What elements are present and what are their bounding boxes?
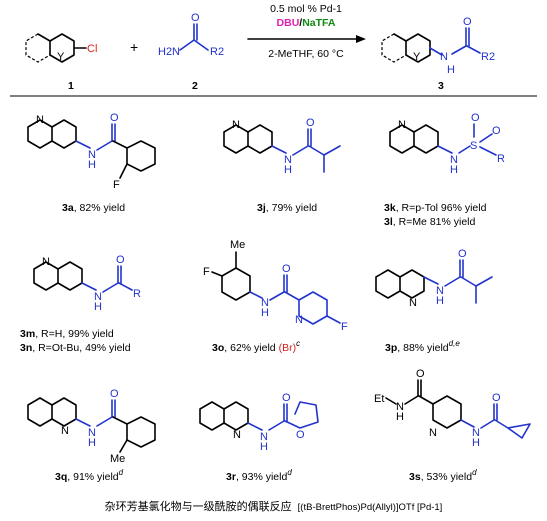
svg-text:Et: Et	[374, 393, 384, 405]
base-additive-label: DBU/NaTFA	[277, 17, 336, 29]
svg-text:H: H	[94, 301, 102, 313]
svg-text:N: N	[42, 256, 50, 268]
svg-text:N: N	[88, 427, 96, 439]
svg-text:F: F	[113, 179, 120, 191]
structure-3q: N N H O Me	[27, 388, 156, 465]
svg-text:N: N	[232, 119, 240, 131]
svg-text:H: H	[261, 307, 269, 319]
svg-text:H: H	[436, 295, 444, 307]
svg-text:N: N	[398, 119, 406, 131]
reactant-2-structure: H2N O R2	[158, 12, 224, 58]
reaction-arrow	[247, 35, 366, 43]
caption-reference: [(tB-BrettPhos)Pd(Allyl)]OTf [Pd-1]	[297, 502, 443, 513]
structure-3k-3l: N N H S O O R	[389, 112, 505, 176]
atom-o-label: O	[191, 12, 200, 24]
svg-text:H: H	[284, 164, 292, 176]
svg-text:R: R	[497, 153, 505, 165]
svg-text:H: H	[260, 441, 268, 453]
product-3-structure: Y N H O R2	[381, 16, 495, 76]
svg-text:N: N	[260, 431, 268, 443]
plus-sign: +	[130, 39, 138, 55]
svg-text:N: N	[233, 429, 241, 441]
label-3q: 3q, 91% yieldd	[55, 468, 124, 483]
svg-text:O: O	[492, 125, 501, 137]
svg-text:O: O	[116, 254, 125, 266]
svg-text:H: H	[396, 411, 404, 423]
svg-text:O: O	[492, 392, 501, 404]
svg-text:H: H	[472, 437, 480, 449]
svg-text:F: F	[203, 266, 210, 278]
label-3a: 3a, 82% yield	[62, 202, 125, 214]
conditions-label: 2-MeTHF, 60 °C	[268, 48, 344, 60]
svg-text:H: H	[447, 64, 455, 76]
svg-text:Me: Me	[230, 239, 245, 251]
svg-text:R2: R2	[481, 51, 495, 63]
svg-text:O: O	[463, 16, 472, 28]
reaction-scheme: Y Cl 1 + H2N O R2 2 0.5 mol % Pd-1 DBU/N…	[10, 3, 537, 483]
structure-3a: N N H O F	[27, 112, 156, 191]
svg-text:O: O	[110, 112, 119, 124]
svg-text:O: O	[110, 388, 119, 400]
base-label: DBU	[277, 17, 300, 29]
structure-3o: F Me N H O N F	[203, 239, 348, 333]
svg-text:N: N	[88, 149, 96, 161]
svg-text:O: O	[282, 392, 291, 404]
reactant-1-number: 1	[68, 80, 74, 92]
structure-3m-3n: N N H O R	[33, 254, 141, 313]
structure-3s: Et N H O N N H O	[374, 368, 531, 449]
svg-text:S: S	[470, 140, 477, 152]
label-3n: 3n, R=Ot-Bu, 49% yield	[20, 342, 131, 354]
atom-r2-label: R2	[210, 46, 224, 58]
atom-y-label: Y	[57, 51, 65, 63]
svg-text:Me: Me	[110, 453, 125, 465]
structure-3r: N N H O O	[199, 392, 319, 453]
svg-text:O: O	[306, 117, 315, 129]
svg-text:N: N	[440, 51, 448, 63]
svg-text:N: N	[396, 401, 404, 413]
svg-text:N: N	[61, 425, 69, 437]
svg-text:O: O	[458, 248, 467, 260]
svg-text:H: H	[88, 159, 96, 171]
label-3l: 3l, R=Me 81% yield	[384, 216, 476, 228]
svg-text:N: N	[295, 314, 303, 326]
label-3s: 3s, 53% yieldd	[409, 468, 477, 483]
label-3j: 3j, 79% yield	[257, 202, 317, 214]
svg-text:N: N	[284, 154, 292, 166]
atom-cl-label: Cl	[87, 43, 97, 55]
svg-text:N: N	[36, 114, 44, 126]
label-3r: 3r, 93% yieldd	[226, 468, 292, 483]
svg-text:N: N	[436, 285, 444, 297]
caption-title: 杂环芳基氯化物与一级酰胺的偶联反应	[104, 500, 292, 513]
label-3k: 3k, R=p-Tol 96% yield	[384, 202, 487, 214]
figure-caption: 杂环芳基氯化物与一级酰胺的偶联反应 [(tB-BrettPhos)Pd(Allyl…	[0, 498, 547, 514]
svg-text:F: F	[341, 321, 348, 333]
reactant-1-structure: Y Cl	[25, 33, 97, 63]
svg-text:N: N	[409, 297, 417, 309]
svg-text:R: R	[133, 288, 141, 300]
additive-label: NaTFA	[302, 17, 336, 29]
label-3p: 3p, 88% yieldd,e	[385, 339, 460, 354]
svg-text:N: N	[94, 291, 102, 303]
svg-text:O: O	[471, 112, 480, 124]
svg-text:O: O	[282, 263, 291, 275]
svg-text:N: N	[261, 297, 269, 309]
svg-text:N: N	[429, 427, 437, 439]
reactant-2-number: 2	[192, 80, 198, 92]
svg-text:N: N	[450, 154, 458, 166]
svg-text:H: H	[88, 437, 96, 449]
structure-3p: N N H O	[375, 248, 493, 309]
svg-text:O: O	[296, 429, 305, 441]
label-3o: 3o, 62% yield(Br)c	[212, 339, 300, 354]
structure-3j: N N H O	[223, 117, 341, 176]
svg-text:H: H	[450, 164, 458, 176]
label-3m: 3m, R=H, 99% yield	[20, 328, 114, 340]
catalyst-loading: 0.5 mol % Pd-1	[270, 3, 342, 15]
slash-label: /	[299, 17, 302, 29]
svg-text:O: O	[416, 368, 425, 380]
svg-text:N: N	[472, 427, 480, 439]
svg-text:Y: Y	[413, 51, 421, 63]
product-3-number: 3	[438, 80, 444, 92]
atom-h2n-label: H2N	[158, 46, 180, 58]
